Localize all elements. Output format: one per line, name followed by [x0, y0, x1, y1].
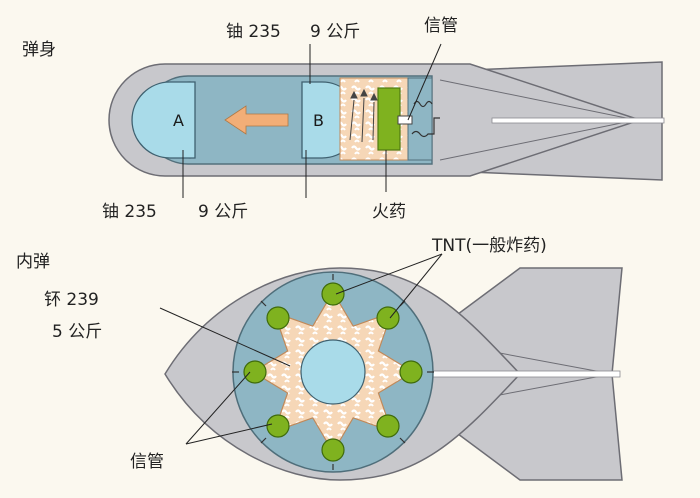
- tnt-charge: [376, 306, 400, 330]
- plutonium-mass: 5 公斤: [52, 322, 103, 342]
- casing-label: 弹身: [22, 40, 56, 60]
- plutonium-label: 钚 239: [44, 290, 99, 310]
- fuse-plug: [397, 115, 413, 125]
- tnt-charge: [266, 306, 290, 330]
- tnt-charge: [376, 414, 400, 438]
- gun-fuse-label: 信管: [424, 16, 458, 36]
- uranium-a-label: 铀 235: [102, 202, 157, 222]
- propellant-charge: [377, 87, 401, 151]
- implosion-type-bomb: [159, 253, 623, 481]
- plutonium-core: [300, 339, 366, 405]
- tnt-charge: [399, 360, 423, 384]
- gun-type-bomb: A B: [108, 43, 665, 198]
- tnt-charge: [243, 360, 267, 384]
- part-a-letter: A: [173, 111, 184, 130]
- inner-bomb-label: 内弹: [16, 252, 50, 272]
- tnt-label: TNT(一般炸药): [432, 236, 547, 256]
- gun-tail-rod: [491, 117, 665, 124]
- tnt-charges: [232, 274, 434, 470]
- uranium-b-label: 铀 235: [226, 22, 281, 42]
- tnt-charge: [321, 438, 345, 462]
- tnt-charge: [266, 414, 290, 438]
- implosion-tail-rod: [423, 370, 621, 378]
- part-b-letter: B: [313, 111, 324, 130]
- uranium-a-mass: 9 公斤: [198, 202, 249, 222]
- propellant-label: 火药: [372, 202, 406, 222]
- fuse-spring: [413, 100, 433, 108]
- tnt-charge: [321, 282, 345, 306]
- firing-direction-arrow: [224, 105, 289, 135]
- fuse-wire: [411, 117, 440, 138]
- uranium-b-mass: 9 公斤: [310, 22, 361, 42]
- implosion-fuse-label: 信管: [130, 452, 164, 472]
